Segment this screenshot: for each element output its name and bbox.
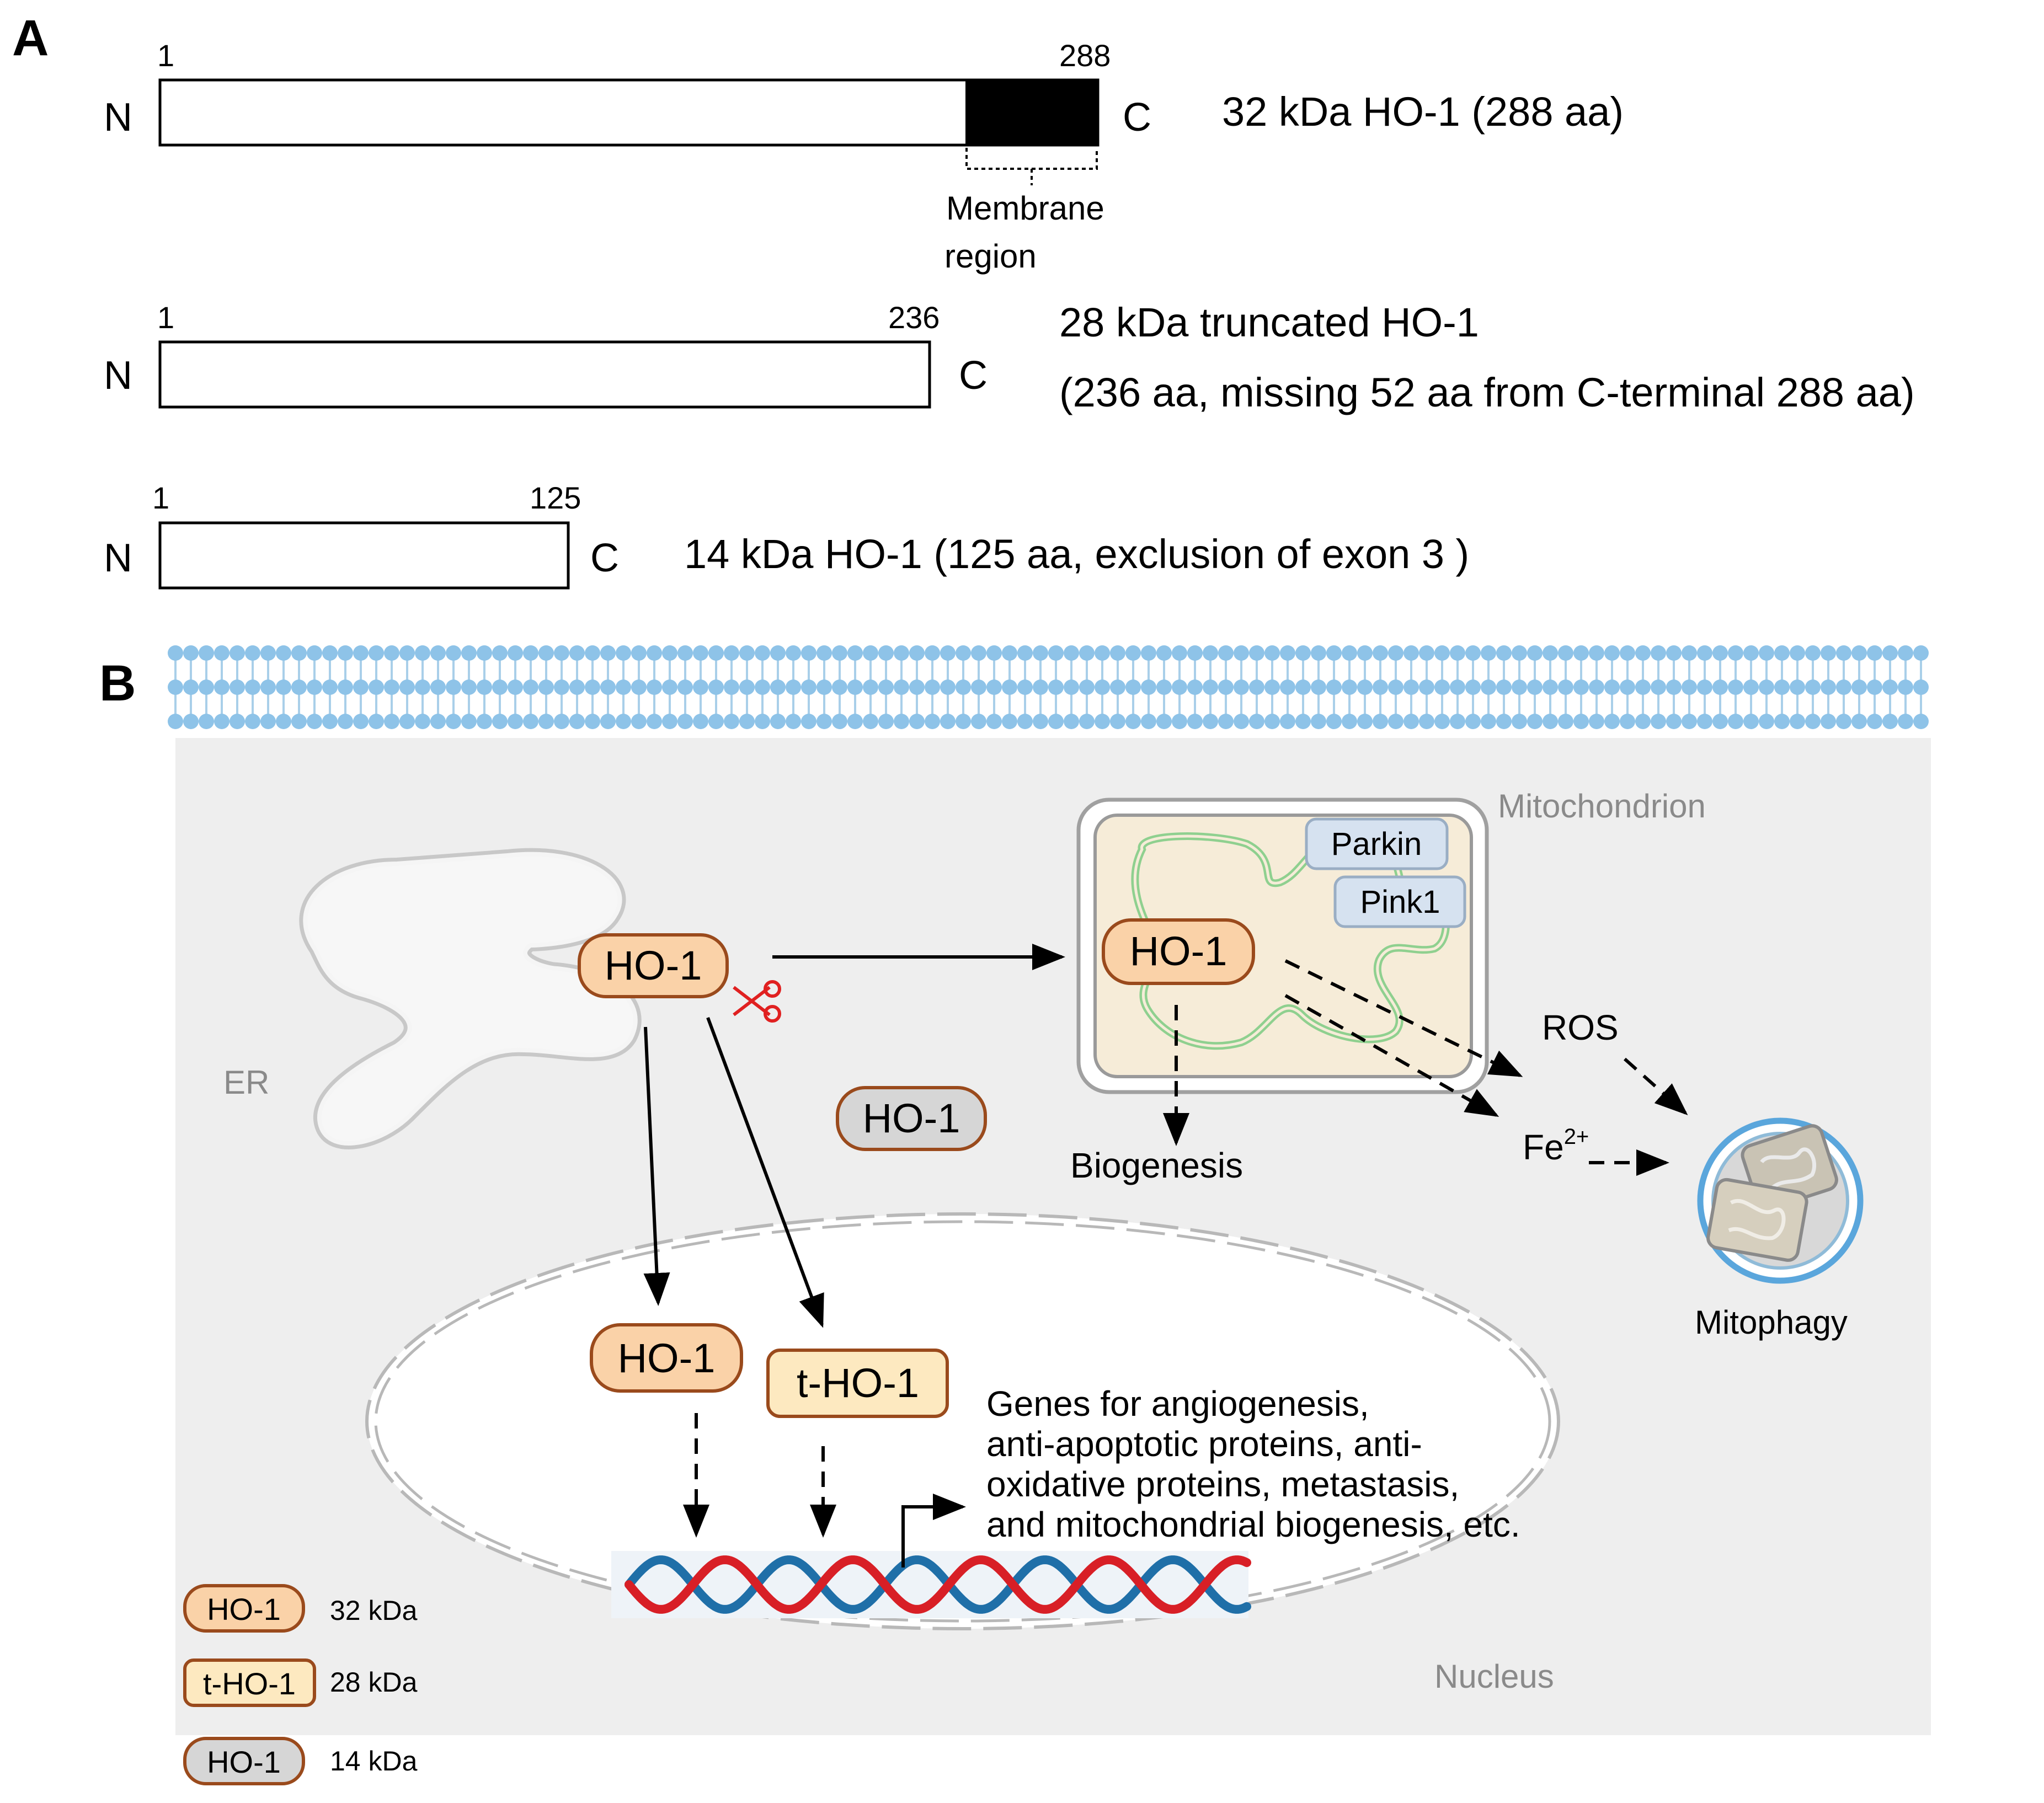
domain-bar-32kda <box>158 78 1100 147</box>
legend-size-28kda: 28 kDa <box>330 1667 418 1698</box>
transcription-start-arrow <box>901 1494 966 1567</box>
legend-badge-14kda-label: HO-1 <box>207 1745 281 1779</box>
target-genes-line-4: and mitochondrial biogenesis, etc. <box>986 1505 1520 1544</box>
mitophagy-label: Mitophagy <box>1695 1304 1848 1341</box>
domain-row-28kda: N C 1 236 28 kDa truncated HO-1 (236 aa,… <box>104 299 1915 415</box>
target-genes-line-3: oxidative proteins, metastasis, <box>986 1464 1459 1504</box>
ho1-nucleus-badge <box>590 1323 743 1393</box>
ho1-er-label: HO-1 <box>605 943 702 988</box>
scissors-icon <box>733 980 781 1023</box>
membrane-region-label-2: region <box>944 238 1037 275</box>
target-genes-line-2: anti-apoptotic proteins, anti- <box>986 1424 1422 1464</box>
protein-description-2: (236 aa, missing 52 aa from C-terminal 2… <box>1059 370 1915 415</box>
ho1-mito-label: HO-1 <box>1130 928 1228 974</box>
pink1-box <box>1333 875 1466 928</box>
solid-arrows <box>643 944 1065 1328</box>
start-residue-label: 1 <box>157 300 174 335</box>
legend: HO-1 32 kDa t-HO-1 28 kDa HO-1 14 kDa <box>183 1584 418 1785</box>
domain-bar-14kda <box>158 521 570 590</box>
parkin-label: Parkin <box>1331 826 1422 862</box>
tho1-nucleus-label: t-HO-1 <box>797 1360 919 1406</box>
c-terminal-label: C <box>1123 95 1151 140</box>
domain-row-14kda: N C 1 125 14 kDa HO-1 (125 aa, exclusion… <box>104 480 1469 590</box>
domain-bar-28kda <box>158 340 931 409</box>
legend-badge-32kda-label: HO-1 <box>207 1592 281 1627</box>
nucleus <box>365 1212 1560 1630</box>
ho1-14kda-label: HO-1 <box>863 1095 960 1141</box>
target-genes-line-1: Genes for angiogenesis, <box>986 1384 1369 1424</box>
dashed-arrows <box>683 959 1688 1538</box>
legend-size-32kda: 32 kDa <box>330 1595 418 1626</box>
biogenesis-label: Biogenesis <box>1070 1146 1243 1185</box>
legend-size-14kda: 14 kDa <box>330 1746 418 1777</box>
fe-label: Fe2+ <box>1523 1125 1589 1167</box>
panel-b: B ER Mitochondrion Parkin Pink1 <box>99 645 1931 1785</box>
er-to-nucleus-tho1-arrow <box>706 1016 824 1328</box>
mitochondrion-label: Mitochondrion <box>1498 788 1706 825</box>
domain-row-32kda: N C 1 288 32 kDa HO-1 (288 aa) Membrane … <box>104 38 1624 275</box>
parkin-box <box>1305 817 1449 870</box>
protein-description: 14 kDa HO-1 (125 aa, exclusion of exon 3… <box>684 531 1469 577</box>
start-residue-label: 1 <box>157 38 174 73</box>
legend-badge-28kda <box>183 1658 316 1707</box>
end-residue-label: 125 <box>530 480 581 515</box>
c-terminal-label: C <box>590 536 619 580</box>
protein-description: 32 kDa HO-1 (288 aa) <box>1222 89 1624 135</box>
n-terminal-label: N <box>104 536 132 580</box>
mito-to-ros-arrow <box>1284 959 1523 1077</box>
legend-badge-32kda <box>183 1584 305 1633</box>
cell-membrane <box>168 645 1929 729</box>
c-terminal-label: C <box>959 354 988 398</box>
membrane-region-label: Membrane <box>946 190 1104 227</box>
start-residue-label: 1 <box>152 480 169 515</box>
pink1-label: Pink1 <box>1360 884 1440 920</box>
n-terminal-label: N <box>104 354 132 398</box>
end-residue-label: 288 <box>1059 38 1111 73</box>
membrane-region-bracket <box>965 148 1098 185</box>
mitophagy-vesicle-icon <box>1697 1117 1864 1284</box>
end-residue-label: 236 <box>888 300 940 335</box>
protein-description: 28 kDa truncated HO-1 <box>1059 299 1479 345</box>
ho1-mito-badge <box>1102 918 1255 985</box>
target-genes-text: Genes for angiogenesis, anti-apoptotic p… <box>986 1384 1520 1544</box>
ho1-14kda-badge <box>836 1086 987 1151</box>
ros-to-mitophagy-arrow <box>1624 1057 1688 1115</box>
tho1-nucleus-badge <box>766 1349 949 1418</box>
panel-b-label: B <box>99 655 136 711</box>
ho1-nucleus-label: HO-1 <box>618 1335 716 1381</box>
n-terminal-label: N <box>104 95 132 140</box>
membrane-region-block <box>965 80 1098 145</box>
er-label: ER <box>223 1064 269 1101</box>
mito-to-fe-arrow <box>1284 994 1499 1117</box>
endoplasmic-reticulum <box>299 848 642 1149</box>
panel-a-label: A <box>12 10 49 66</box>
er-to-nucleus-ho1-arrow <box>643 1026 670 1306</box>
legend-badge-28kda-label: t-HO-1 <box>203 1666 296 1701</box>
legend-badge-14kda <box>183 1737 305 1785</box>
nucleus-label: Nucleus <box>1434 1658 1554 1695</box>
ros-label: ROS <box>1542 1008 1619 1047</box>
dna-helix <box>611 1551 1251 1618</box>
panel-a: A N C 1 288 32 kDa HO-1 (288 aa) Membran… <box>12 10 1915 590</box>
ho1-er-badge <box>578 933 729 998</box>
